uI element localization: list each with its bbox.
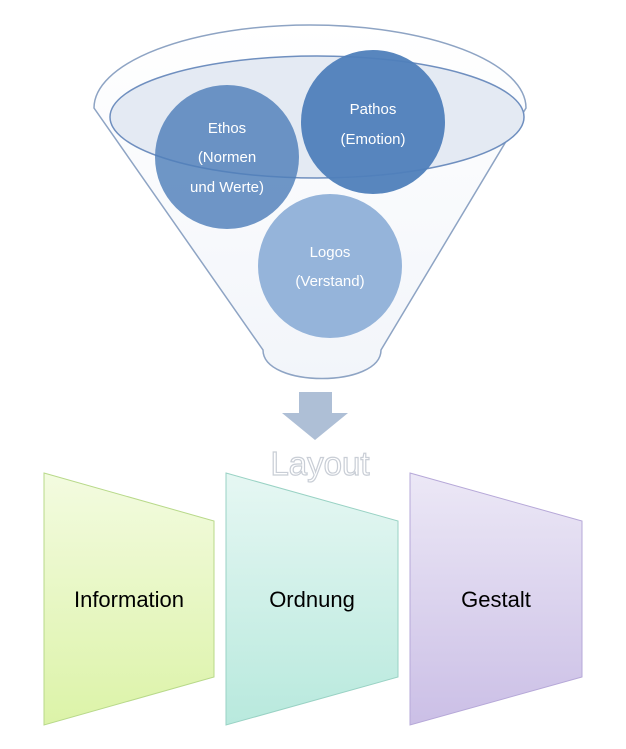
circle-ethos-line-1: Ethos (208, 120, 246, 137)
circle-logos: Logos (Verstand) (258, 194, 402, 338)
box-information: Information (43, 472, 215, 726)
box-ordnung: Ordnung (225, 472, 399, 726)
circle-pathos: Pathos (Emotion) (301, 50, 445, 194)
circle-ethos-line-3: und Werte) (190, 179, 264, 196)
circle-logos-line-2: (Verstand) (295, 273, 364, 290)
circle-logos-line-1: Logos (310, 244, 351, 261)
box-ordnung-label: Ordnung (269, 587, 355, 612)
box-gestalt: Gestalt (409, 472, 583, 726)
circle-pathos-line-2: (Emotion) (340, 131, 405, 148)
down-arrow-icon (282, 392, 348, 440)
result-label: Layout (270, 445, 369, 482)
box-gestalt-label: Gestalt (461, 587, 531, 612)
circle-ethos-line-2: (Normen (198, 149, 256, 166)
box-information-label: Information (74, 587, 184, 612)
circle-pathos-line-1: Pathos (350, 101, 397, 118)
circle-ethos: Ethos (Normen und Werte) (155, 85, 299, 229)
